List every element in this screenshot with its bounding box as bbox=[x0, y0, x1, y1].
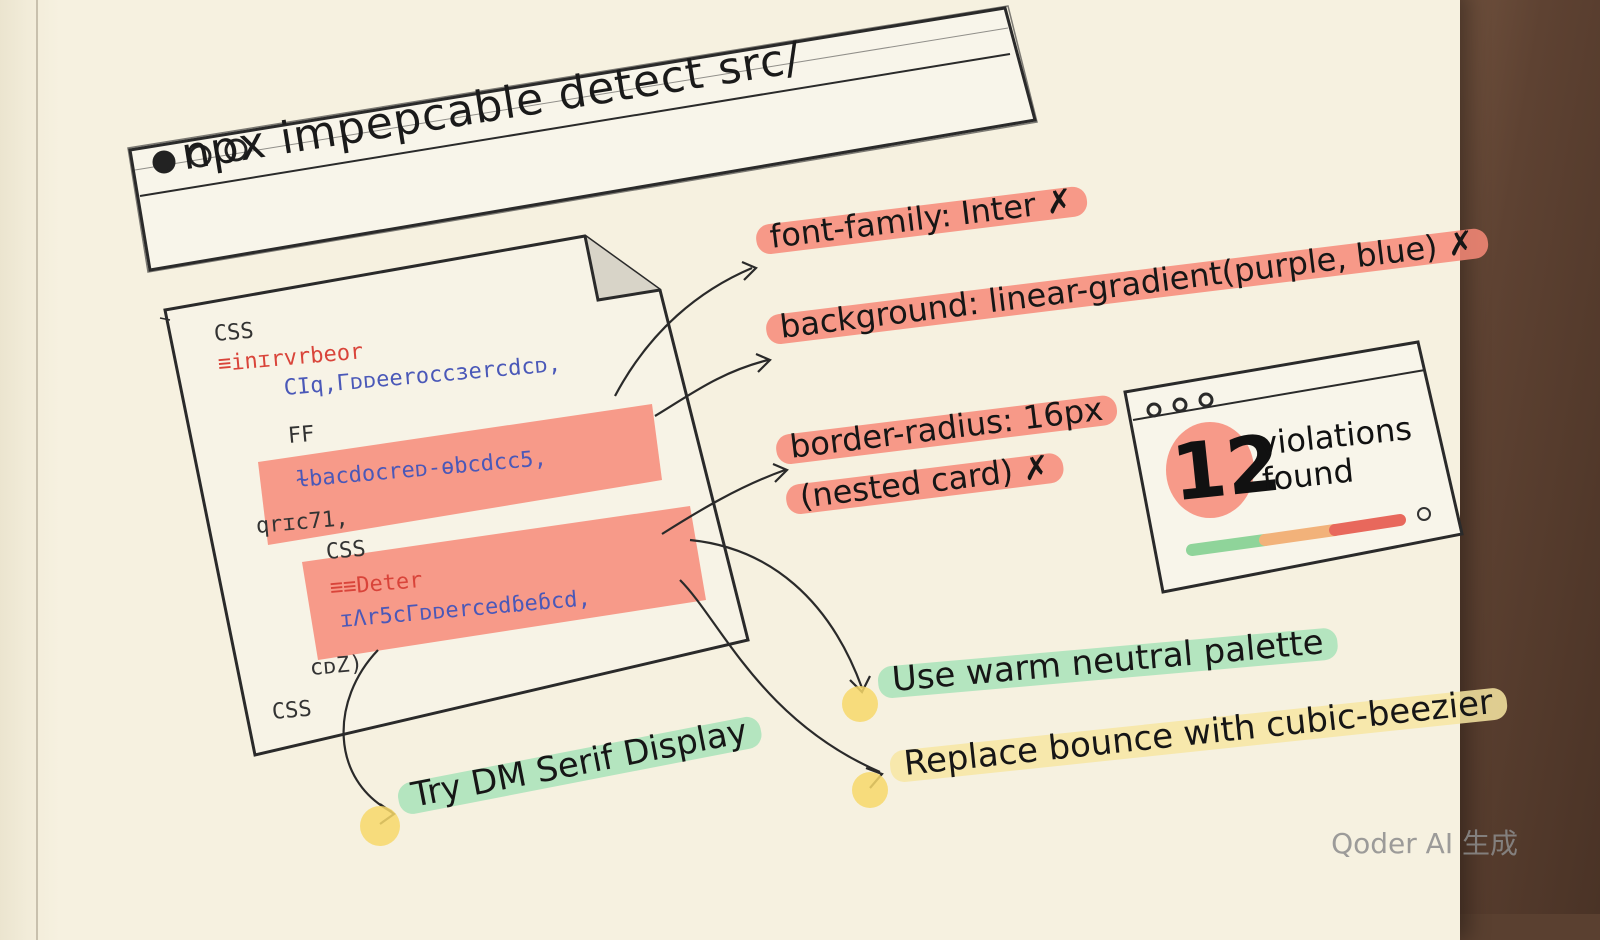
terminal-window bbox=[127, 5, 1038, 273]
code-line: CSS bbox=[212, 318, 255, 347]
count-highlight bbox=[1166, 422, 1254, 518]
sketch-drawing bbox=[127, 5, 1464, 846]
window-buttons bbox=[152, 138, 248, 174]
page-edge-line bbox=[36, 0, 38, 940]
code-line: CSS bbox=[324, 536, 367, 565]
suggestion-marker-3 bbox=[360, 806, 400, 846]
maximize-dot-icon bbox=[224, 138, 248, 162]
suggestion-marker-1 bbox=[842, 686, 878, 722]
suggestion-marker-2 bbox=[852, 772, 888, 808]
result-card-sketch bbox=[1123, 340, 1464, 594]
ai-watermark: Qoder AI 生成 bbox=[1331, 827, 1518, 860]
code-line: CSS bbox=[270, 696, 313, 725]
code-highlight-1 bbox=[258, 404, 662, 545]
code-highlight-2 bbox=[302, 506, 706, 660]
code-line: cᴅZ) bbox=[308, 651, 364, 681]
connector-arrows bbox=[342, 260, 884, 825]
minimize-dot-icon bbox=[188, 144, 212, 168]
page-gutter bbox=[0, 0, 60, 940]
code-line: FF bbox=[286, 421, 316, 449]
severity-bar bbox=[1186, 507, 1431, 556]
close-dot-icon bbox=[152, 150, 176, 174]
